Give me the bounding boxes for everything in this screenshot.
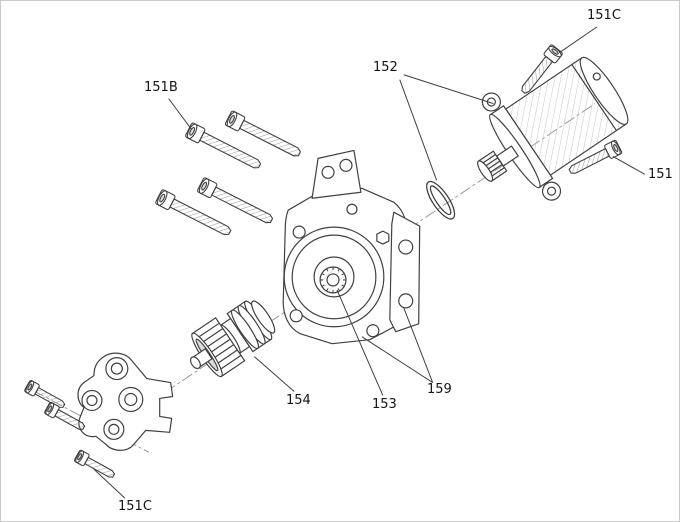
callout-151c-bottom: 151C [118, 499, 152, 514]
gear-housing-drawing [282, 149, 421, 345]
callout-154: 154 [286, 393, 311, 408]
bolt-151c-bottom [73, 449, 118, 482]
mounting-bracket-drawing [77, 352, 174, 451]
callout-152: 152 [373, 60, 398, 75]
callout-159: 159 [427, 382, 452, 397]
callout-153: 153 [372, 397, 397, 412]
bolt-bracket-1 [23, 379, 68, 413]
o-ring-drawing [426, 180, 456, 220]
starter-motor-drawing [477, 56, 629, 201]
callout-151: 151 [648, 167, 673, 182]
starter-drive-gear-drawing [189, 300, 276, 378]
callout-151b: 151B [144, 80, 178, 95]
callout-151c-top: 151C [587, 8, 621, 23]
leader-lines [93, 26, 646, 499]
